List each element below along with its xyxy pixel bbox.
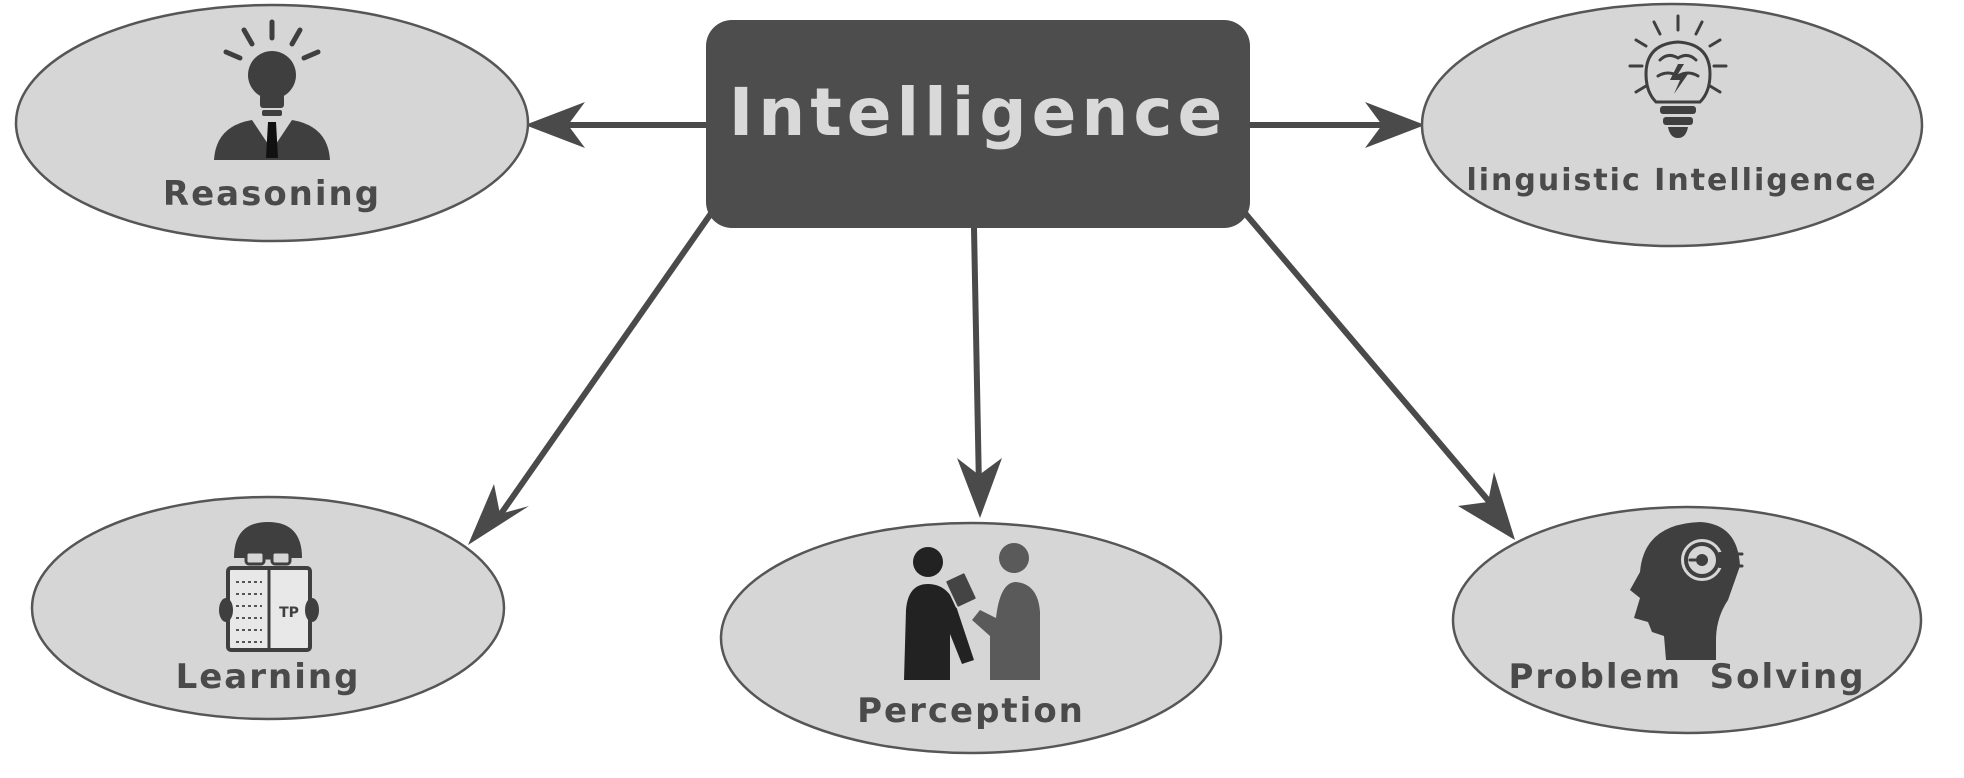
central-node: Intelligence: [706, 20, 1250, 228]
node-perception-label: Perception: [857, 691, 1085, 731]
central-title: Intelligence: [729, 74, 1228, 151]
node-perception: Perception: [719, 521, 1223, 755]
edge-to-problem-solving: [1241, 209, 1515, 540]
edge-to-reasoning: [525, 102, 711, 148]
node-perception-ellipse: [719, 521, 1223, 755]
node-problem-solving: Problem Solving: [1451, 505, 1923, 735]
two-people-talking-icon: [904, 543, 1040, 680]
node-reasoning-label: Reasoning: [163, 174, 381, 214]
node-linguistic-label: linguistic Intelligence: [1466, 163, 1877, 198]
node-learning: TP Learning: [30, 495, 506, 721]
edge-to-perception: [957, 225, 1002, 518]
node-problem-solving-label: Problem Solving: [1508, 657, 1865, 697]
node-reasoning: Reasoning: [14, 3, 530, 243]
node-learning-label: Learning: [176, 657, 361, 697]
lightbulb-head-person-icon: [214, 19, 330, 160]
head-with-lightbulb-icon: [1630, 522, 1744, 660]
edge-to-learning: [468, 209, 715, 545]
central-box: [706, 20, 1250, 228]
book-cover-text: TP: [279, 605, 299, 621]
brain-lightbulb-icon: [1628, 14, 1728, 138]
edges: [468, 102, 1515, 545]
edge-to-linguistic: [1247, 102, 1425, 148]
node-linguistic: linguistic Intelligence: [1420, 2, 1924, 248]
person-reading-book-icon: TP: [219, 522, 319, 652]
